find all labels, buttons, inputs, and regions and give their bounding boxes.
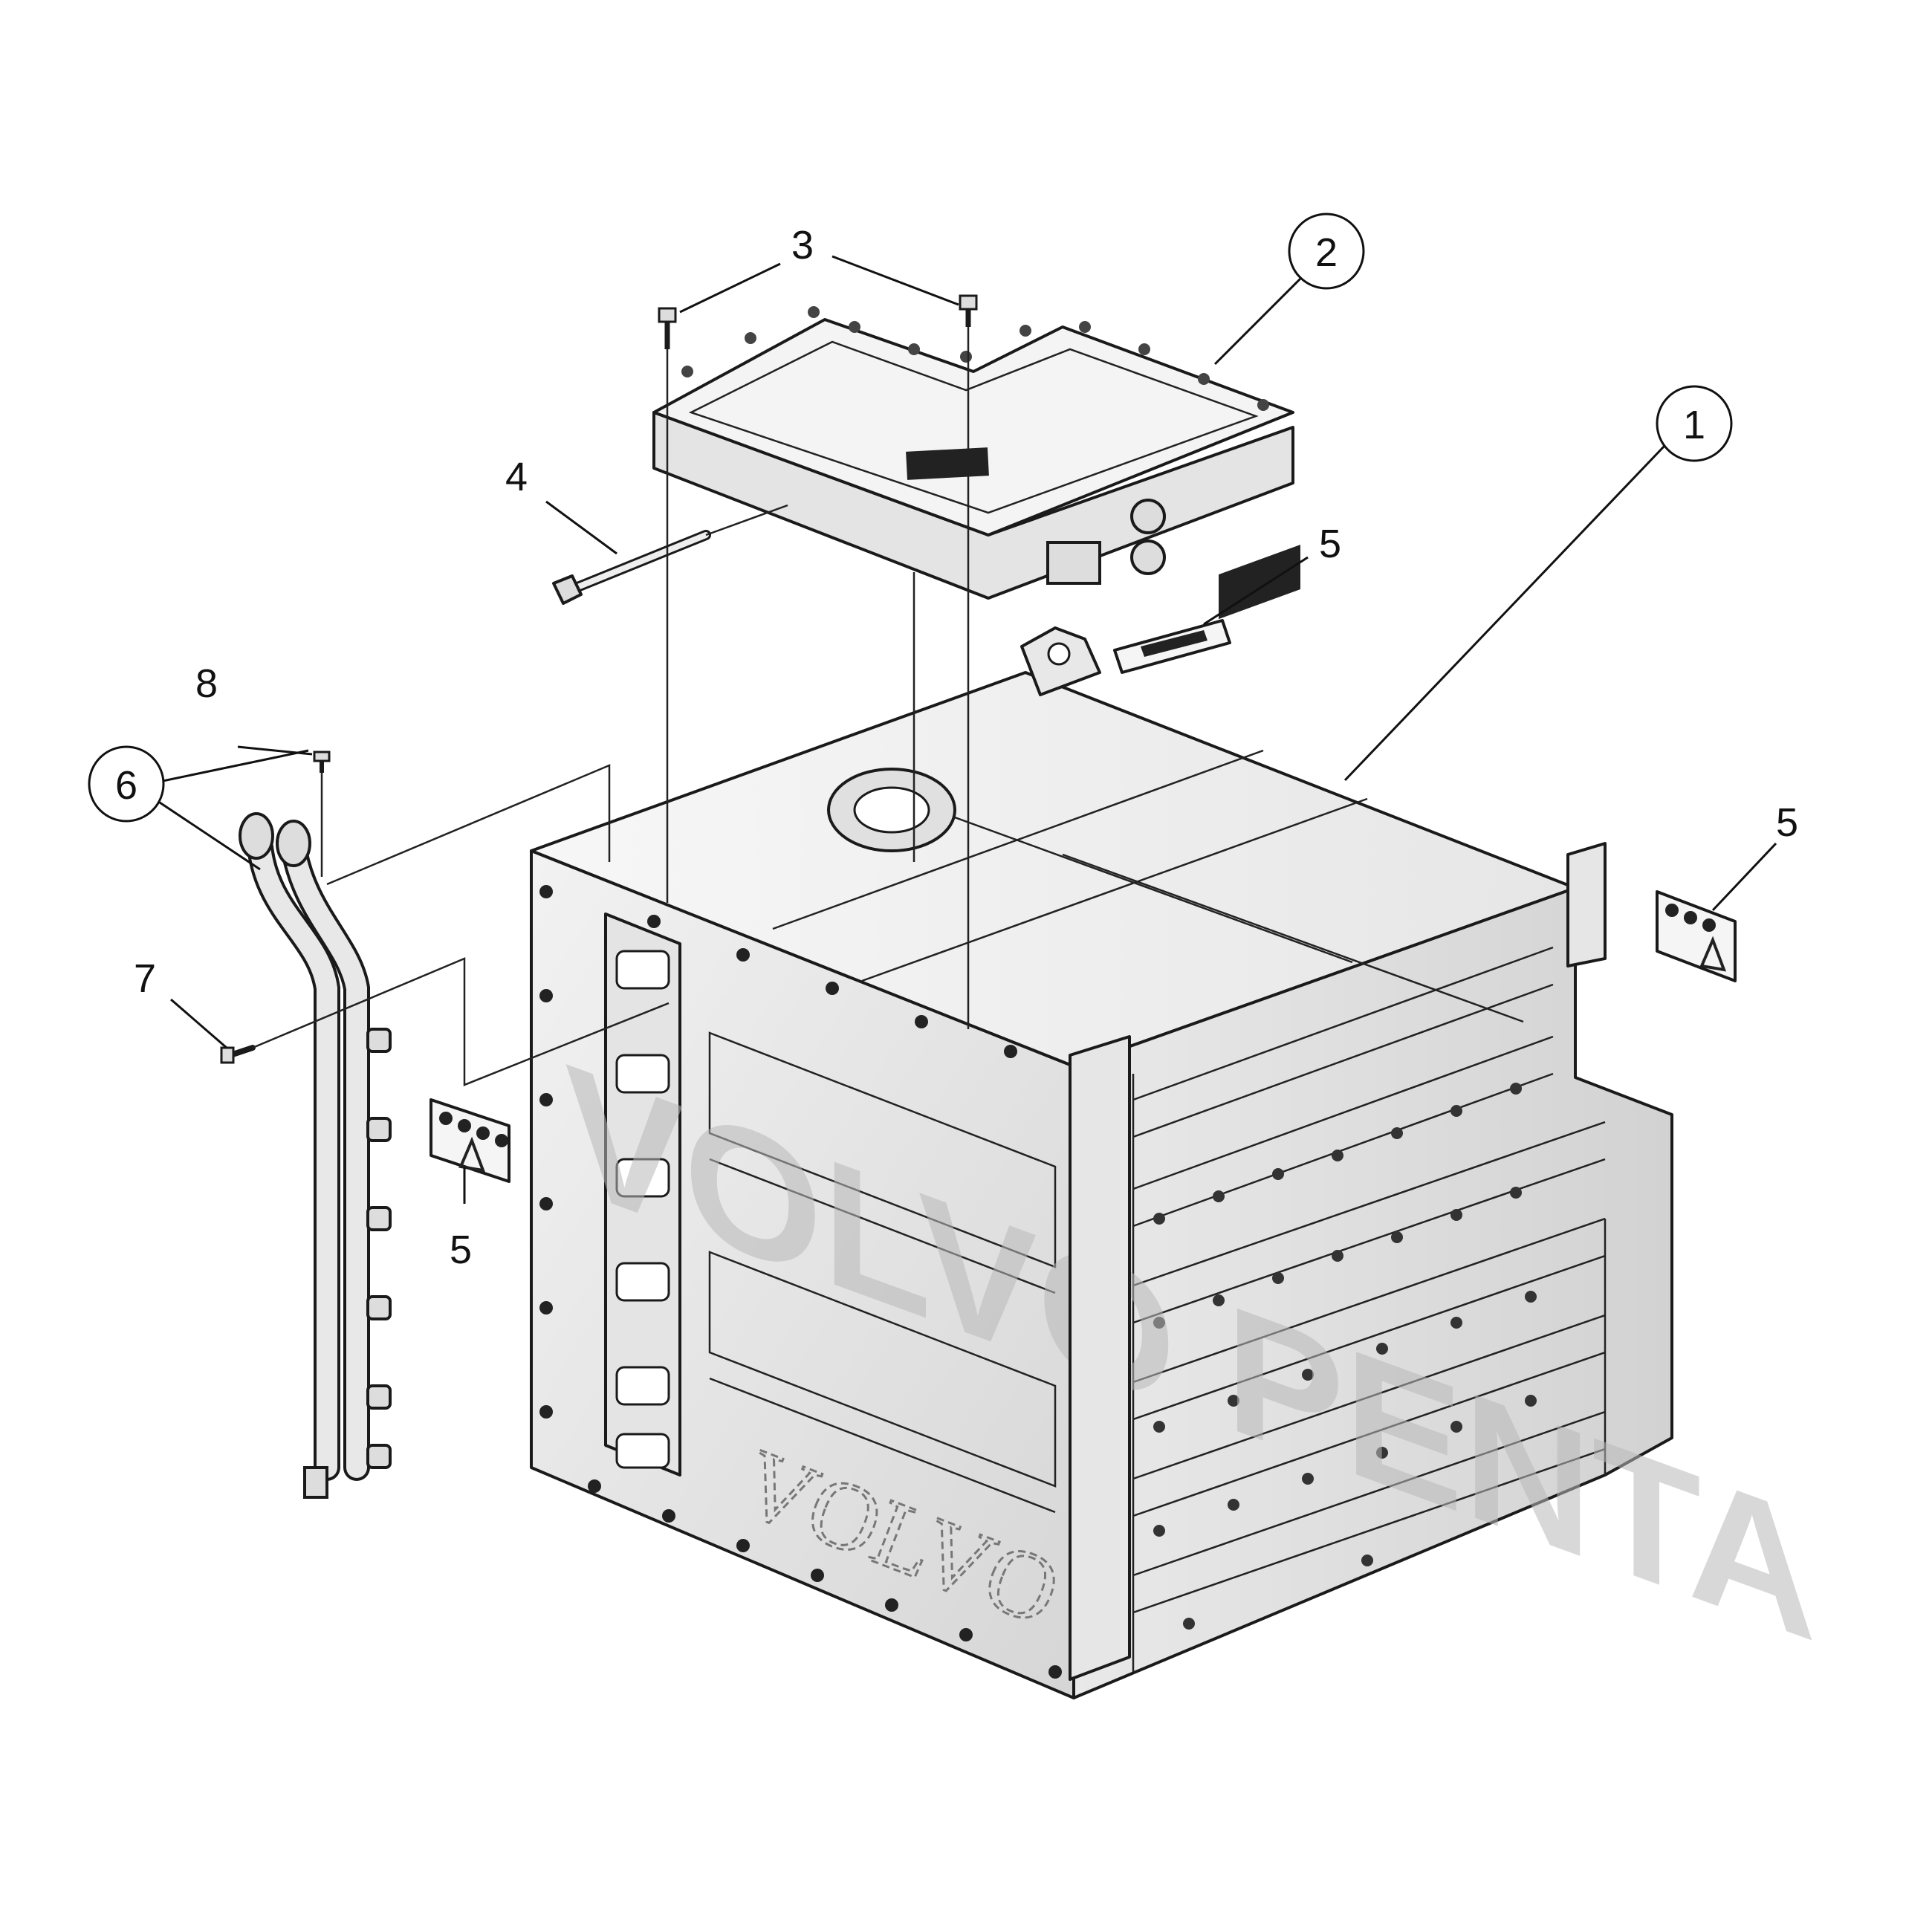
vent-strip: [604, 912, 681, 1476]
rear-bracket: [1566, 842, 1607, 967]
svg-text:1: 1: [1683, 403, 1705, 447]
callout-2: 2: [1288, 213, 1365, 290]
top-control-module: [652, 306, 1294, 600]
housing-side-panels: [708, 1031, 1057, 1514]
callout-4: 4: [505, 455, 528, 499]
leader-lines: [148, 255, 1777, 1204]
callout-7: 7: [134, 956, 156, 1001]
callout-5-top: 5: [1319, 522, 1341, 566]
module-top: [652, 318, 1294, 537]
top-face-details: [772, 749, 1524, 1023]
perimeter-bolts: [539, 885, 1062, 1679]
battery-housing: VOLVO PENTA VOLVO: [530, 545, 1817, 1699]
cable-harness: [239, 812, 392, 1499]
screw-right: [959, 294, 978, 327]
callout-6: 6: [88, 745, 165, 823]
screw-8: [313, 751, 331, 773]
svg-text:2: 2: [1315, 230, 1338, 275]
callout-5-left: 5: [450, 1228, 472, 1272]
screw-7: [220, 1045, 256, 1064]
callout-3: 3: [791, 223, 814, 268]
callout-5-right: 5: [1776, 800, 1798, 845]
callout-8: 8: [195, 661, 218, 706]
warning-label-right: [1656, 890, 1737, 982]
warning-label-left: [429, 1098, 510, 1183]
corner-bracket: [1069, 1035, 1131, 1681]
callout-1: 1: [1656, 385, 1733, 462]
svg-text:6: 6: [115, 763, 137, 808]
housing-bolt-holes: [1153, 1083, 1537, 1630]
module-label: [906, 447, 989, 480]
module-connector: [1046, 541, 1101, 585]
warning-label-top: [1113, 619, 1231, 674]
long-bolt: [552, 530, 711, 605]
housing-ribs: [1132, 946, 1607, 1672]
screw-left: [658, 307, 677, 349]
assembly-lines: [252, 327, 970, 1086]
